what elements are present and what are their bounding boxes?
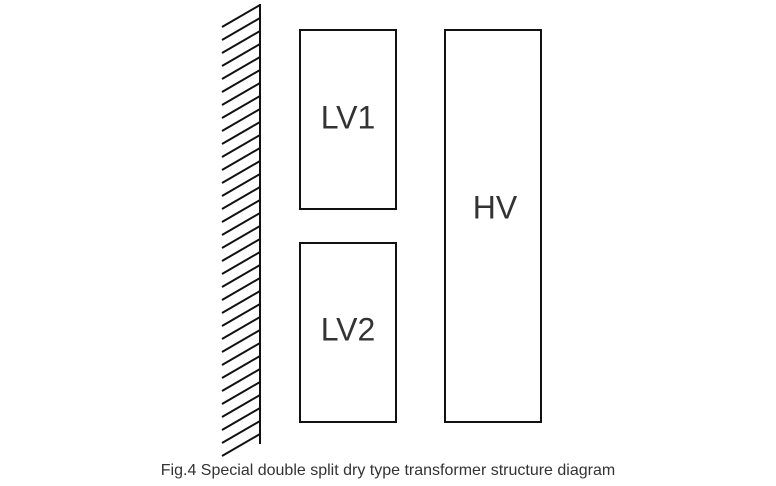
winding-lv1-box [299,29,397,210]
hatch-mark [221,329,261,353]
hatch-mark [221,433,261,457]
hatch-mark [221,342,261,366]
hatch-mark [221,4,261,28]
hatch-mark [221,134,261,158]
hatch-mark [221,147,261,171]
hatch-mark [221,381,261,405]
hatch-mark [221,95,261,119]
hatch-mark [221,69,261,93]
hatch-mark [221,264,261,288]
hatch-mark [221,43,261,67]
hatch-mark [221,173,261,197]
winding-hv: HV [444,29,542,423]
figure-caption: Fig.4 Special double split dry type tran… [160,462,616,479]
hatch-mark [221,316,261,340]
hatch-mark [221,355,261,379]
hatch-mark [221,251,261,275]
winding-hv-box [444,29,542,423]
winding-lv2-box [299,242,397,423]
hatch-mark [221,277,261,301]
winding-lv1-label: LV1 [321,99,376,135]
hatch-mark [221,407,261,431]
winding-hv-label: HV [473,189,518,225]
core-wall [221,4,261,457]
hatch-mark [221,160,261,184]
winding-lv1: LV1 [299,29,397,210]
hatch-mark [221,108,261,132]
core-wall-hatching [221,4,261,457]
hatch-mark [221,368,261,392]
hatch-mark [221,56,261,80]
hatch-mark [221,17,261,41]
winding-lv2: LV2 [299,242,397,423]
hatch-mark [221,186,261,210]
hatch-mark [221,420,261,444]
hatch-mark [221,212,261,236]
hatch-mark [221,225,261,249]
hatch-mark [221,303,261,327]
hatch-mark [221,290,261,314]
winding-lv2-label: LV2 [321,311,376,347]
hatch-mark [221,82,261,106]
hatch-mark [221,199,261,223]
hatch-mark [221,30,261,54]
hatch-mark [221,121,261,145]
hatch-mark [221,394,261,418]
hatch-mark [221,238,261,262]
